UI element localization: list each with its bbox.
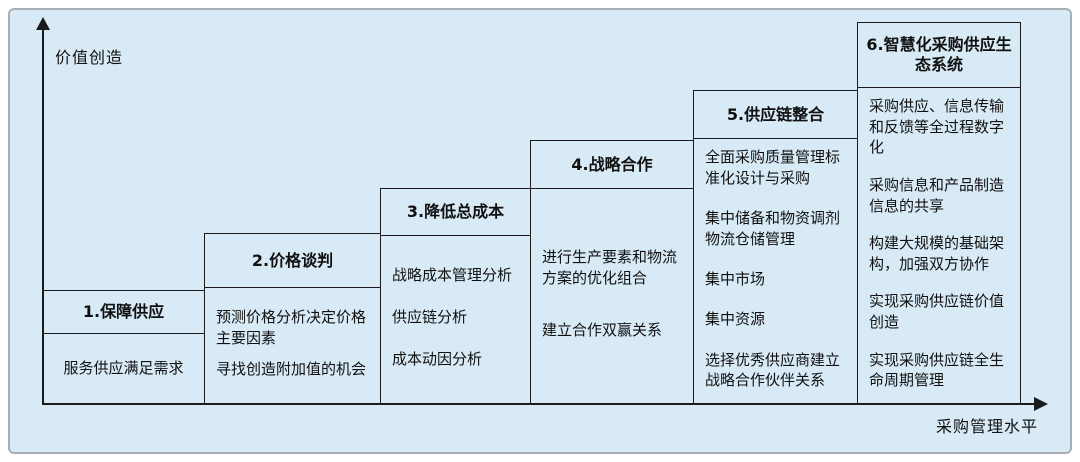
step-item: 全面采购质量管理标准化设计与采购 — [705, 148, 841, 187]
step-item: 采购信息和产品制造信息的共享 — [869, 175, 1005, 215]
step-body: 预测价格分析决定价格主要因素寻找创造附加值的机会 — [205, 288, 380, 403]
y-axis-label: 价值创造 — [55, 48, 124, 67]
x-axis-arrow-icon — [1034, 397, 1048, 411]
step-body: 战略成本管理分析供应链分析成本动因分析 — [381, 236, 530, 403]
step-title: 4.战略合作 — [531, 141, 693, 189]
step-column-5: 5.供应链整合全面采购质量管理标准化设计与采购集中储备和物资调剂物流仓储管理集中… — [693, 90, 858, 404]
step-item: 进行生产要素和物流方案的优化组合 — [542, 247, 678, 287]
x-axis-label: 采购管理水平 — [936, 417, 1039, 436]
y-axis-arrow-icon — [36, 17, 50, 30]
step-item: 实现采购供应链全生命周期管理 — [869, 350, 1005, 390]
step-item: 选择优秀供应商建立战略合作伙伴关系 — [705, 350, 841, 390]
step-item: 集中资源 — [705, 310, 766, 329]
step-item: 寻找创造附加值的机会 — [216, 360, 367, 379]
step-title: 3.降低总成本 — [381, 189, 530, 236]
step-item: 服务供应满足需求 — [63, 359, 184, 378]
step-body: 采购供应、信息传输和反馈等全过程数字化采购信息和产品制造信息的共享构建大规模的基… — [858, 88, 1020, 403]
step-title: 6.智慧化采购供应生态系统 — [858, 23, 1020, 88]
y-axis-line — [42, 28, 44, 404]
step-body: 进行生产要素和物流方案的优化组合建立合作双赢关系 — [531, 189, 693, 403]
step-title: 5.供应链整合 — [694, 91, 857, 139]
x-axis-line — [42, 403, 1038, 405]
step-item: 集中储备和物资调剂物流仓储管理 — [705, 209, 841, 248]
step-item: 集中市场 — [705, 270, 766, 288]
step-column-3: 3.降低总成本战略成本管理分析供应链分析成本动因分析 — [380, 188, 531, 404]
step-item: 采购供应、信息传输和反馈等全过程数字化 — [869, 97, 1005, 157]
step-item: 构建大规模的基础架构，加强双方协作 — [869, 234, 1005, 273]
step-column-6: 6.智慧化采购供应生态系统采购供应、信息传输和反馈等全过程数字化采购信息和产品制… — [857, 22, 1021, 404]
step-body: 服务供应满足需求 — [43, 334, 204, 403]
step-column-4: 4.战略合作进行生产要素和物流方案的优化组合建立合作双赢关系 — [530, 140, 694, 404]
diagram-panel — [8, 8, 1072, 454]
step-item: 预测价格分析决定价格主要因素 — [216, 307, 367, 347]
step-item: 供应链分析 — [392, 308, 468, 327]
step-title: 2.价格谈判 — [205, 234, 380, 288]
step-item: 成本动因分析 — [392, 350, 483, 369]
step-item: 实现采购供应链价值创造 — [869, 292, 1005, 332]
step-item: 建立合作双赢关系 — [542, 321, 663, 340]
step-body: 全面采购质量管理标准化设计与采购集中储备和物资调剂物流仓储管理集中市场集中资源选… — [694, 139, 857, 403]
step-item: 战略成本管理分析 — [392, 266, 513, 285]
step-title: 1.保障供应 — [43, 291, 204, 334]
step-column-1: 1.保障供应服务供应满足需求 — [42, 290, 205, 404]
step-column-2: 2.价格谈判预测价格分析决定价格主要因素寻找创造附加值的机会 — [204, 233, 381, 404]
